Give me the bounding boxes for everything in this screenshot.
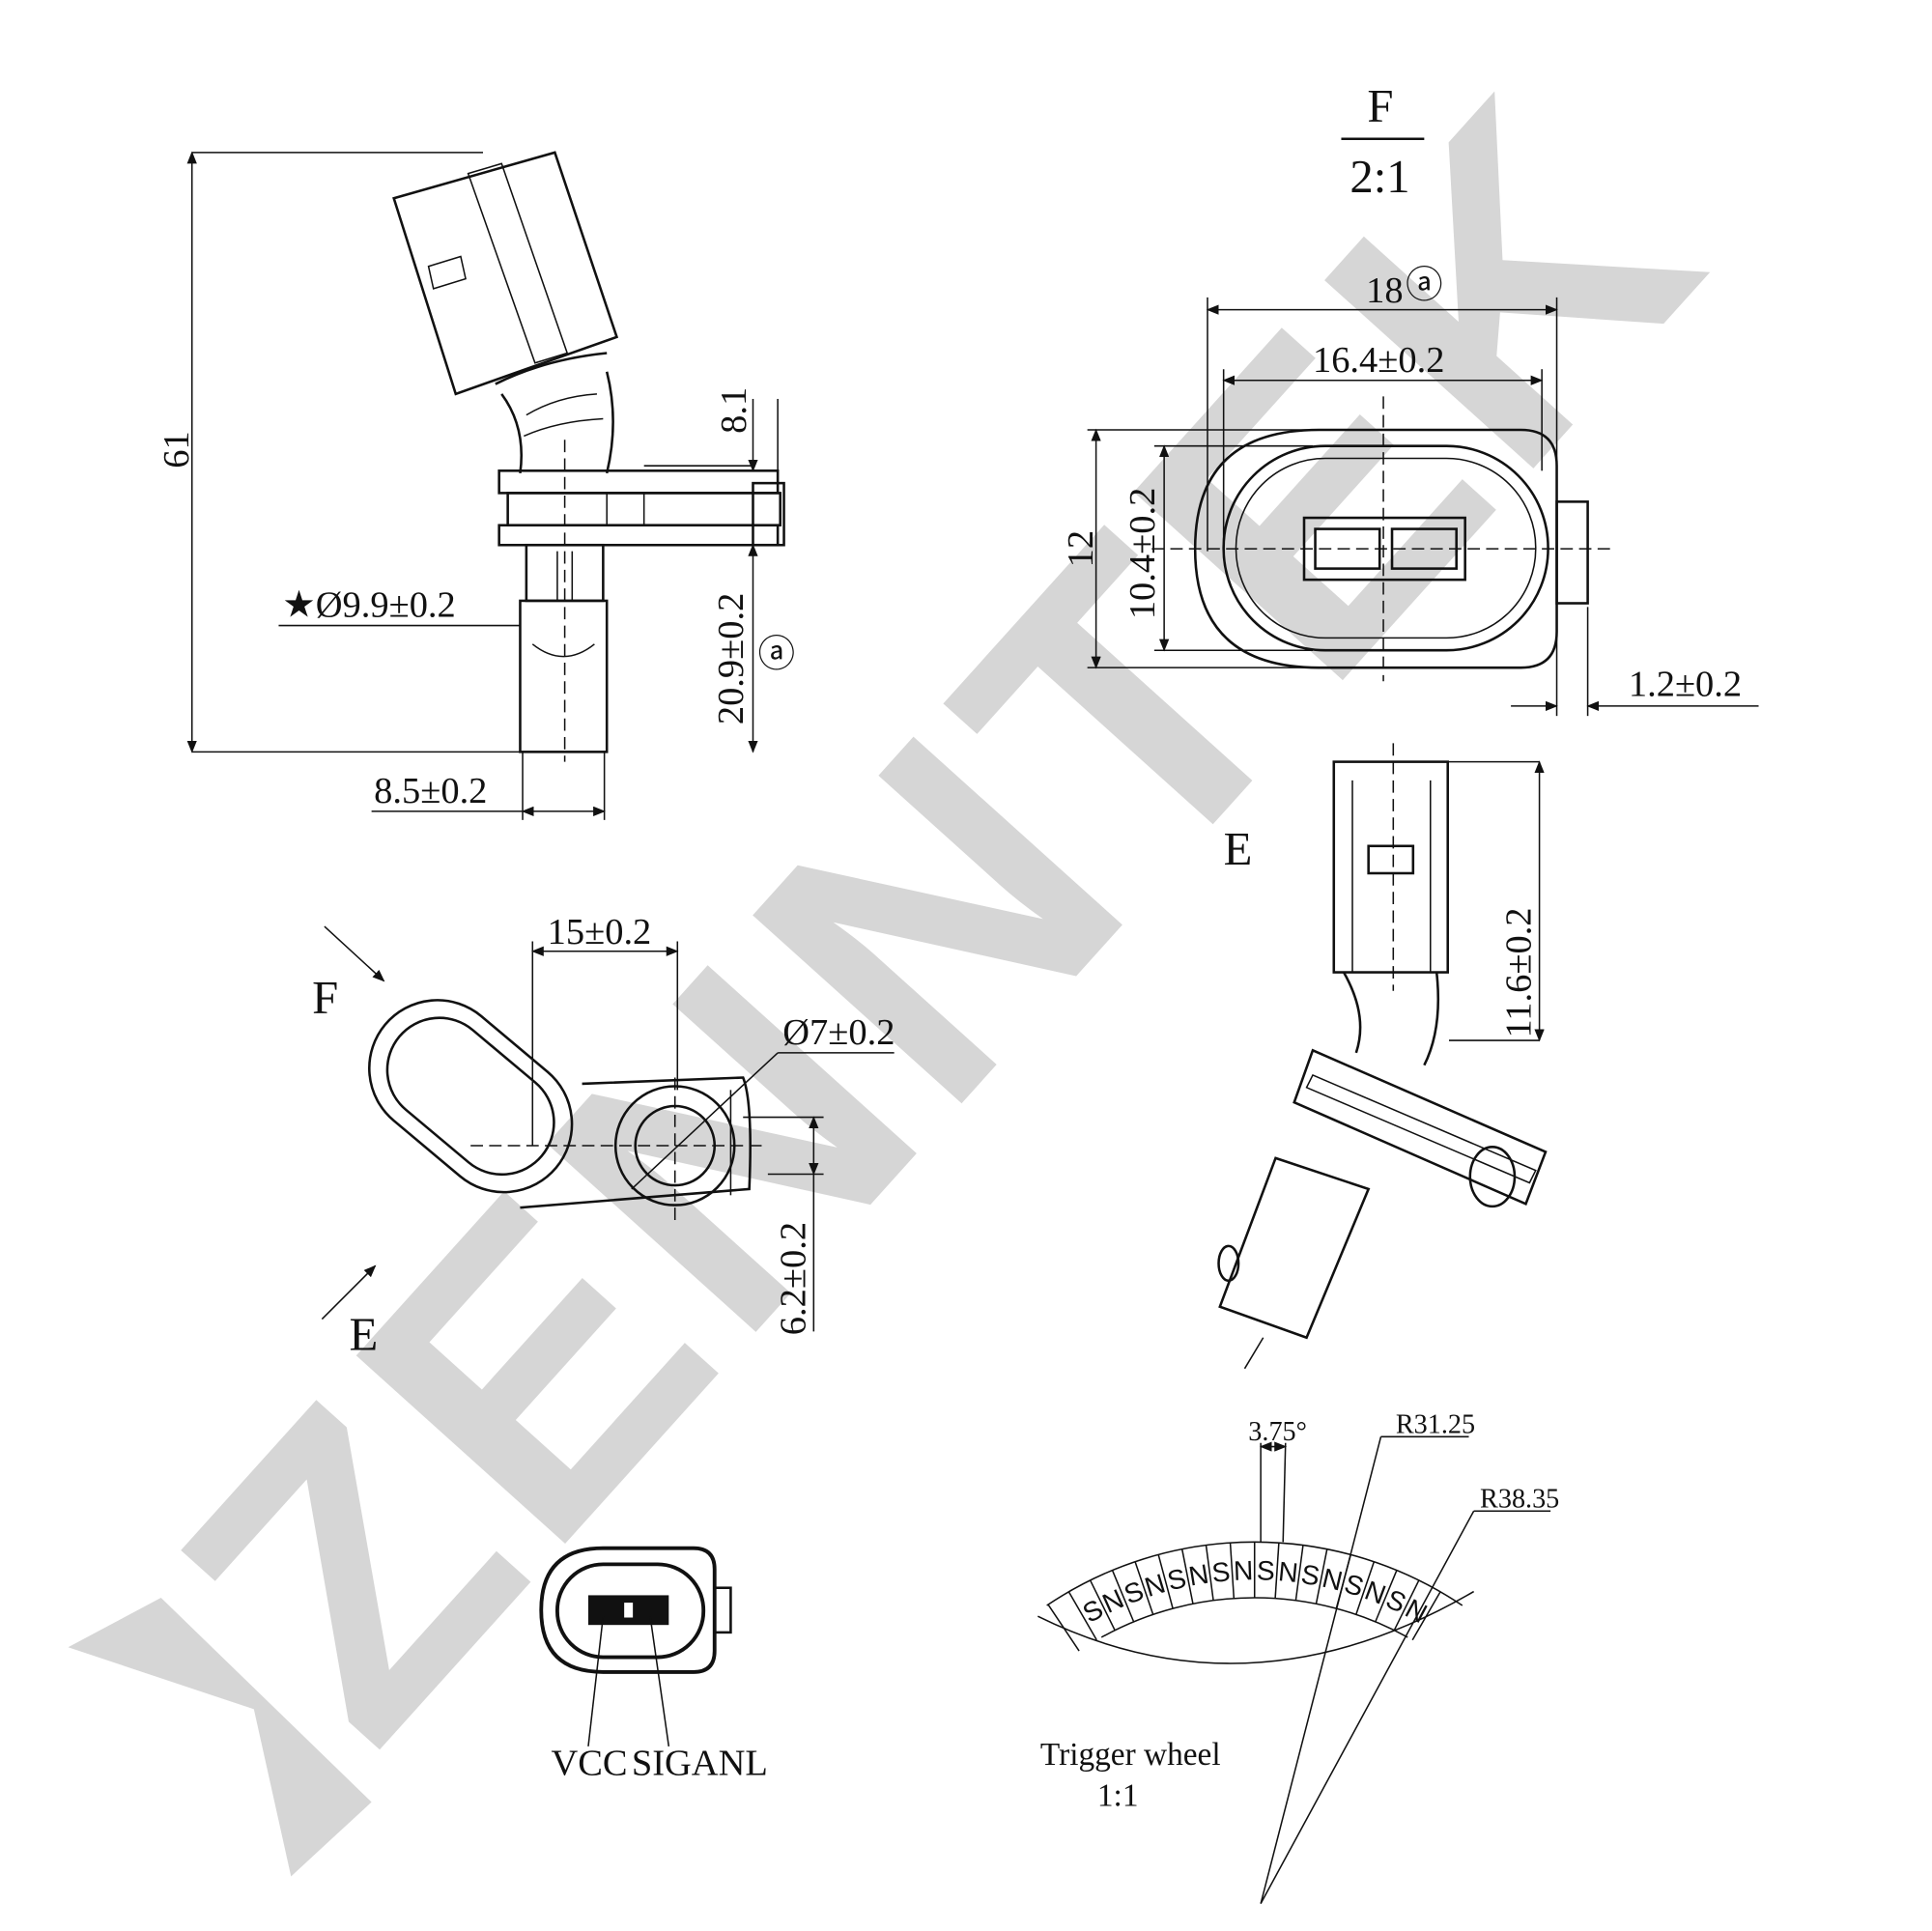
connector-tab <box>1555 500 1589 605</box>
pole-divider <box>1411 1591 1441 1641</box>
arrow-f-label: F <box>312 972 338 1024</box>
view-e-title: E <box>1224 823 1253 875</box>
dim-hole-diameter: Ø7±0.2 <box>782 1012 895 1053</box>
pole-divider <box>1229 1543 1236 1599</box>
view-f: F 2:1 18 ⓐ 16.4±0.2 12 10.4±0.2 1.2±0 <box>1061 80 1759 717</box>
dim-overall-height: 61 <box>156 431 197 468</box>
dim-width-outer-mark: ⓐ <box>1406 266 1442 306</box>
pole-divider <box>1089 1579 1116 1632</box>
flange <box>497 465 785 547</box>
sensor-shaft <box>519 543 609 753</box>
connector-body <box>392 151 619 396</box>
dim-shaft-length: 20.9±0.2 <box>711 593 752 724</box>
pole-label: N <box>1186 1558 1210 1592</box>
pole-label: S <box>1256 1554 1275 1586</box>
pole-divider <box>1294 1545 1304 1601</box>
dim-tab-thickness: 1.2±0.2 <box>1629 665 1742 705</box>
pinout-view: VCC SIGANL <box>539 1546 768 1783</box>
dim-width-inner: 16.4±0.2 <box>1313 340 1444 381</box>
dim-shaft-diameter: ★Ø9.9±0.2 <box>282 585 455 626</box>
dim-width-outer: 18 <box>1366 270 1403 311</box>
pitch-angle-label: 3.75° <box>1248 1417 1307 1447</box>
dim-height-outer: 12 <box>1061 530 1101 567</box>
dim-shaft-width: 8.5±0.2 <box>374 771 487 811</box>
pin-signal-label: SIGANL <box>632 1743 768 1783</box>
pole-divider <box>1205 1545 1214 1601</box>
arrow-e-label: E <box>350 1309 379 1361</box>
dim-connector-length: 11.6±0.2 <box>1499 907 1540 1037</box>
dim-height-inner: 10.4±0.2 <box>1122 488 1163 619</box>
watermark-chevron <box>68 1597 372 1877</box>
side-view: 61 8.1 20.9±0.2 <box>156 151 795 820</box>
pole-divider <box>1047 1604 1080 1652</box>
trigger-wheel-title: Trigger wheel <box>1040 1737 1221 1773</box>
pole-divider <box>1180 1548 1194 1604</box>
pole-divider <box>1355 1561 1376 1615</box>
inner-radius-label: R31.25 <box>1396 1409 1475 1439</box>
pin-vcc-label: VCC <box>552 1743 628 1783</box>
view-e: E 11.6±0.2 <box>1217 743 1548 1370</box>
pole-divider <box>1315 1548 1328 1604</box>
dim-flange-height: 8.1 <box>714 387 754 434</box>
dim-offset: 15±0.2 <box>548 912 652 952</box>
trigger-wheel-scale: 1:1 <box>1097 1777 1139 1813</box>
view-f-scale: 2:1 <box>1350 151 1409 203</box>
pole-label: S <box>1299 1558 1322 1592</box>
pole-label: N <box>1277 1555 1299 1588</box>
pole-divider <box>1067 1591 1097 1641</box>
pole-label: S <box>1210 1555 1232 1588</box>
dim-shaft-length-mark: ⓐ <box>758 635 795 675</box>
pole-divider <box>1157 1554 1174 1609</box>
connector-face-outer <box>1193 428 1558 669</box>
cable-bend <box>500 371 614 474</box>
pole-label: N <box>1233 1554 1253 1586</box>
pole-divider <box>1111 1570 1135 1623</box>
view-f-title: F <box>1367 80 1393 132</box>
dim-vertical-offset: 6.2±0.2 <box>773 1222 813 1335</box>
outer-radius-label: R38.35 <box>1480 1484 1559 1514</box>
top-view: F E 15±0.2 Ø7±0.2 6.2±0.2 <box>312 912 895 1361</box>
pole-divider <box>1375 1570 1398 1623</box>
pole-divider <box>1274 1543 1280 1599</box>
pole-divider <box>1393 1579 1420 1632</box>
pole-divider <box>1134 1561 1154 1615</box>
